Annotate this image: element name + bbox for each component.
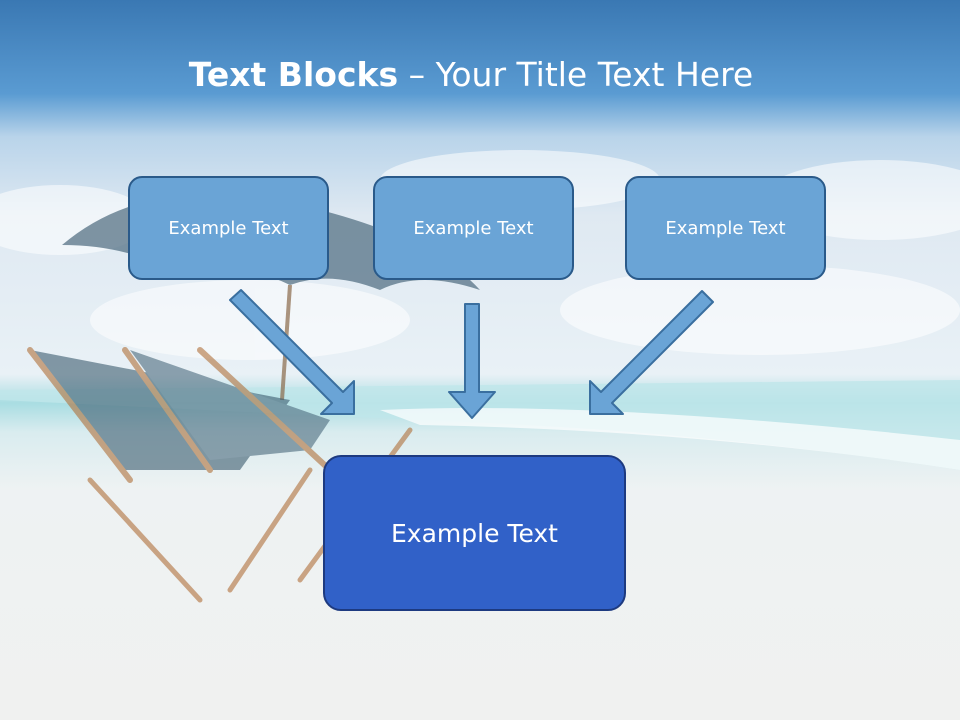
text-block-2[interactable]: Example Text — [373, 176, 574, 280]
text-block-2-label: Example Text — [413, 217, 534, 239]
text-block-3-label: Example Text — [665, 217, 786, 239]
text-block-1-label: Example Text — [168, 217, 289, 239]
title-dash: – — [398, 55, 436, 94]
text-block-3[interactable]: Example Text — [625, 176, 826, 280]
main-text-block-label: Example Text — [391, 518, 558, 548]
slide-title: Text Blocks – Your Title Text Here — [0, 54, 942, 96]
title-bold-part: Text Blocks — [188, 55, 399, 94]
arrow-center-down — [448, 303, 496, 419]
arrow-right-diagonal — [589, 290, 714, 415]
arrow-left-diagonal — [229, 289, 355, 415]
title-rest-part: Your Title Text Here — [435, 55, 754, 94]
text-block-1[interactable]: Example Text — [128, 176, 329, 280]
main-text-block[interactable]: Example Text — [323, 455, 626, 611]
